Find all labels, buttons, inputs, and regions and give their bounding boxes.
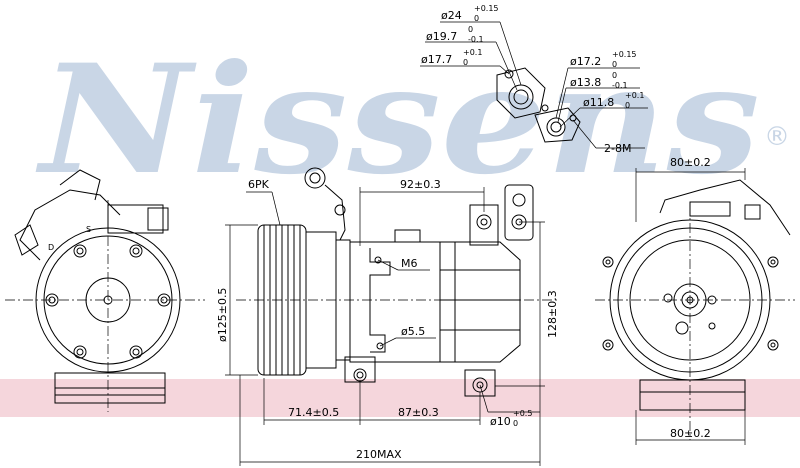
svg-text:+0.15: +0.15 — [474, 4, 499, 13]
dim-71-4: 71.4±0.5 — [288, 406, 339, 419]
dimension-lines — [225, 21, 746, 466]
svg-text:-0.1: -0.1 — [612, 81, 628, 90]
dimension-labels: 6PK ø24 +0.15 0 ø19.7 0 -0.1 ø17.7 +0.1 … — [216, 4, 711, 461]
svg-text:0: 0 — [468, 25, 473, 34]
dim-d11-8: ø11.8 — [583, 96, 614, 109]
thread-label: 2-8M — [604, 142, 631, 155]
svg-text:0: 0 — [612, 71, 617, 80]
dim-d10: ø10 — [490, 415, 511, 428]
dim-92: 92±0.3 — [400, 178, 441, 191]
belt-label: 6PK — [248, 178, 270, 191]
m6-label: M6 — [401, 257, 418, 270]
dim-d17-2: ø17.2 — [570, 55, 601, 68]
svg-text:+0.1: +0.1 — [625, 91, 644, 100]
dim-80-bottom: 80±0.2 — [670, 427, 711, 440]
svg-text:0: 0 — [612, 60, 617, 69]
svg-text:S: S — [86, 225, 91, 234]
watermark: Nissens ® — [36, 32, 790, 208]
svg-text:D: D — [48, 243, 54, 252]
front-view — [602, 179, 791, 411]
dim-d5-5: ø5.5 — [401, 325, 425, 338]
dim-210max: 210MAX — [356, 448, 402, 461]
svg-text:+0.15: +0.15 — [612, 50, 637, 59]
dim-80-top: 80±0.2 — [670, 156, 711, 169]
dim-87: 87±0.3 — [398, 406, 439, 419]
watermark-logo: Nissens — [36, 32, 760, 208]
svg-text:+0.5: +0.5 — [513, 409, 532, 418]
svg-text:-0.1: -0.1 — [468, 35, 484, 44]
dim-d24: ø24 — [441, 9, 462, 22]
dim-d19-7: ø19.7 — [426, 30, 457, 43]
svg-text:+0.1: +0.1 — [463, 48, 482, 57]
svg-text:0: 0 — [463, 58, 468, 67]
dim-d17-7: ø17.7 — [421, 53, 452, 66]
dim-128: 128±0.3 — [546, 290, 559, 338]
registered-mark: ® — [764, 122, 790, 152]
dim-d13-8: ø13.8 — [570, 76, 601, 89]
svg-text:0: 0 — [474, 14, 479, 23]
pink-band — [0, 379, 800, 417]
dim-d125: ø125±0.5 — [216, 288, 229, 342]
svg-text:0: 0 — [513, 419, 518, 428]
svg-text:0: 0 — [625, 101, 630, 110]
